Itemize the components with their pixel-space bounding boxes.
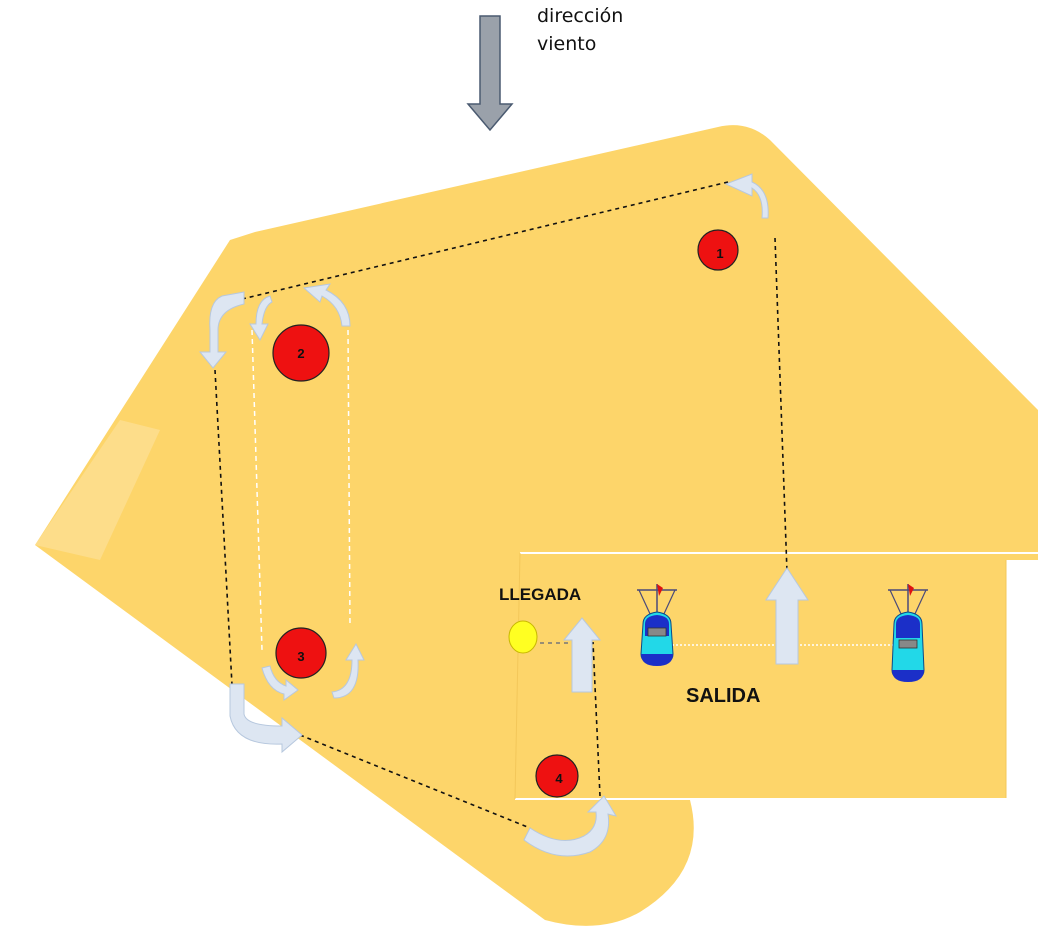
mark-number: 2 — [297, 346, 304, 361]
rounding-arrow-icon — [249, 295, 273, 342]
rounding-arrow-icon — [261, 665, 299, 701]
finish-label: LLEGADA — [499, 585, 581, 604]
mark-buoy-icon — [272, 324, 330, 382]
mark-number: 3 — [297, 649, 304, 664]
finish-buoy-icon — [508, 620, 538, 654]
start-direction-arrow-icon — [765, 567, 809, 665]
rounding-arrow-icon — [198, 291, 245, 369]
wind-label-line-1: dirección — [537, 5, 624, 27]
wind-direction-label: dirección viento — [537, 2, 677, 58]
course-route — [214, 181, 788, 829]
rounding-arrow-icon — [302, 283, 351, 327]
rounding-arrow-icon — [523, 795, 618, 857]
course-area-edge — [35, 420, 160, 560]
mark-buoy-icon — [275, 627, 327, 679]
rounding-arrow-icon — [724, 173, 769, 219]
mark-4: 4 — [535, 754, 579, 798]
mark-1: 1 — [697, 229, 739, 271]
start-zone — [514, 552, 1040, 800]
course-area — [35, 125, 1038, 926]
wind-label-line-2: viento — [537, 33, 597, 55]
committee-boat-icon — [888, 584, 928, 682]
start-label: SALIDA — [686, 685, 760, 707]
wind-direction-arrow-icon — [466, 15, 514, 132]
finish-direction-arrow-icon — [562, 617, 602, 693]
rounding-arrow-icon — [229, 683, 303, 754]
course-route-inner — [251, 329, 351, 651]
committee-boat-icon — [637, 584, 677, 666]
mark-3: 3 — [275, 627, 327, 679]
mark-buoy-icon — [697, 229, 739, 271]
mark-number: 1 — [716, 246, 723, 261]
mark-number: 4 — [555, 771, 563, 786]
mark-2: 2 — [272, 324, 330, 382]
mark-buoy-icon — [535, 754, 579, 798]
rounding-arrow-icon — [331, 642, 365, 699]
